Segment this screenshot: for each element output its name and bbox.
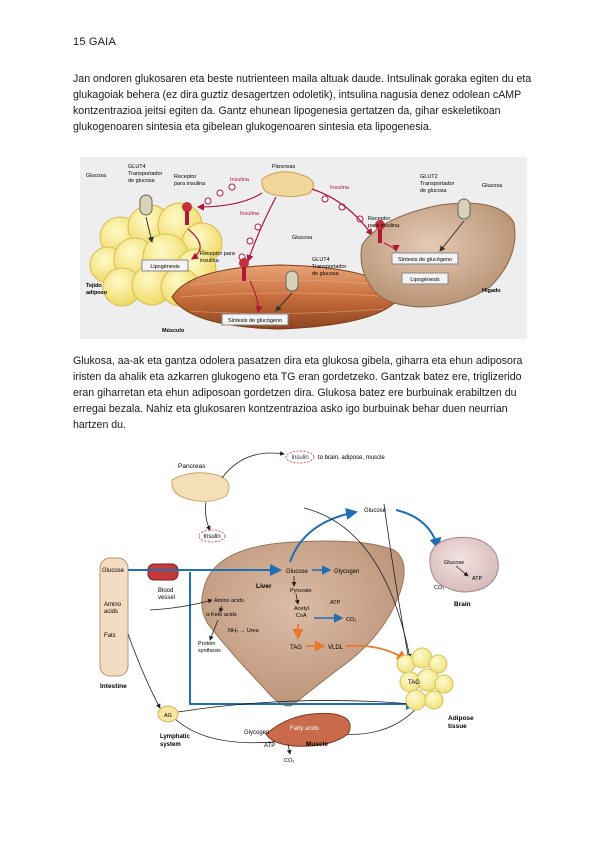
intestine-illustration: [99, 557, 129, 677]
acids-label: acids: [104, 609, 118, 615]
receptor-label-2: para insulina: [174, 181, 206, 187]
brain-atp-label: ATP: [472, 576, 483, 582]
insulin-molecules: [204, 183, 364, 261]
glut4-muscle-transporter-icon: [285, 270, 299, 292]
insulin-burst-bottom-icon: Insulin: [198, 529, 226, 543]
system-label: system: [160, 742, 181, 748]
musculo-label: Músculo: [162, 328, 185, 334]
lymphatic-node-illustration: [157, 705, 179, 723]
adipose-tissue-illustration: [396, 647, 454, 711]
transporter-label: Transportador: [128, 171, 163, 177]
brain-glucose-label: Glucose: [444, 560, 464, 566]
adiposo-label: adiposo: [86, 290, 108, 296]
liver-co2-label: CO₂: [346, 617, 356, 623]
receptor-label: Receptor: [174, 174, 196, 180]
top-glucose-label: Glucose: [364, 508, 387, 514]
acetyl-label: Acetyl: [294, 606, 309, 612]
protein-label: Protein: [198, 641, 215, 647]
ag-label: AG: [164, 713, 172, 719]
blood-label: Blood: [158, 588, 173, 594]
glut4-transporter-icon: [139, 194, 153, 216]
glycogen-synthesis-liver-box: [391, 252, 459, 265]
intestine-label: Intestine: [100, 683, 127, 690]
coa-label: CoA: [296, 613, 307, 619]
transporter-label-2: de glucosa: [128, 178, 156, 184]
adipose-label: Adipose: [448, 715, 474, 722]
brain-label: Brain: [454, 601, 471, 608]
pancreas-illustration: [171, 472, 230, 502]
vldl-label: VLDL: [328, 645, 344, 651]
lipogenesis-box: [141, 259, 189, 272]
brain-illustration: [429, 536, 499, 593]
receptor-muscle-label: Receptor para: [200, 251, 236, 257]
liver-atp-label: ATP: [330, 600, 341, 606]
insulin-bottom-label: Insulin: [203, 534, 220, 540]
insulin-receptor-icon: [182, 202, 192, 225]
liver-label: Liver: [256, 583, 272, 590]
insulin-action-figure: Lipogénesis Glucosa GLUT4 Transportador …: [80, 157, 527, 339]
liver-insulin-receptor-icon: [375, 220, 385, 243]
tissue-label: tissue: [448, 723, 467, 730]
glut2-transporter-label: Transportador: [420, 181, 455, 187]
receptor-muscle-label-2: insulina: [200, 258, 220, 264]
glycogen-synthesis-muscle-label: Síntesis de glucógeno: [228, 318, 282, 324]
muscle-illustration: [265, 712, 351, 747]
glucosa-muscle-label: Glucosa: [292, 235, 313, 241]
pyruvate-label: Pyruvate: [290, 588, 312, 594]
adipose-tag-label: TAG: [408, 680, 420, 686]
insulin-target-label: to brain, adipose, muscle: [318, 455, 385, 461]
lipogenesis-liver-label: Lipogénesis: [410, 277, 440, 283]
fats-label: Fats: [104, 633, 116, 639]
amino-label: Amino: [104, 602, 122, 608]
glucosa-label: Glucosa: [86, 173, 107, 179]
muscle-co2-label: CO₂: [284, 758, 294, 764]
insulina-label-2: Insulina: [330, 185, 350, 191]
receptor-liver-label-2: para insulina: [368, 223, 400, 229]
glucosa-liver-label: Glucosa: [482, 183, 503, 189]
page-heading: 15 GAIA: [73, 36, 116, 48]
brain-co2-label: CO₂: [434, 585, 444, 591]
paragraph-intro: Jan ondoren glukosaren eta beste nutrien…: [73, 73, 532, 133]
fed-state-metabolism-figure: Pancreas Insulin to brain, adipose, musc…: [99, 450, 499, 764]
lipogenesis-liver-box: [401, 272, 449, 285]
insulina-label-3: Insulina: [240, 211, 260, 217]
lymphatic-label: Lymphatic: [160, 734, 190, 740]
pancreas-label: Pancreas: [178, 463, 206, 470]
keto-acids-label: α-Keto acids: [206, 612, 237, 618]
higado-label: Hígado: [482, 288, 501, 294]
insulin-burst-icon: Insulin: [285, 450, 315, 464]
muscle-label: Muscle: [306, 741, 328, 748]
vessel-label: vessel: [158, 595, 175, 601]
insulina-label-1: Insulina: [230, 177, 250, 183]
glycogen-synthesis-muscle-box: [221, 313, 289, 326]
liver-glycogen-label: Glycogen: [334, 569, 359, 575]
receptor-liver-label: Receptor: [368, 216, 390, 222]
transporter-muscle-label: Transportador: [312, 264, 347, 270]
nh3-urea-label: NH₃ → Urea: [228, 628, 260, 634]
liver-glucose-label: Glucose: [286, 569, 309, 575]
paragraph-glucose: Glukosa, aa-ak eta gantza odolera pasatz…: [73, 355, 523, 431]
synthesis-label: synthesis: [198, 648, 221, 654]
muscle-atp-label: ATP: [264, 743, 275, 749]
blood-vessel-illustration: [147, 563, 179, 581]
glut2-transporter-icon: [457, 198, 471, 220]
glut2-label: GLUT2: [420, 174, 438, 180]
liver-tag-label: TAG: [290, 645, 302, 651]
insulin-top-label: Insulin: [291, 455, 308, 461]
glut2-transporter-label-2: de glucosa: [420, 188, 448, 194]
fatty-acids-label: Fatty acids: [290, 726, 319, 732]
liver-illustration: [201, 540, 405, 707]
glut4-label: GLUT4: [128, 164, 146, 170]
glycogen-synthesis-liver-label: Síntesis de glucógeno: [398, 257, 452, 263]
transporter-muscle-label-2: de glucosa: [312, 271, 340, 277]
tejido-label: Tejido: [86, 283, 102, 289]
intestine-glucose-label: Glucose: [102, 568, 125, 574]
muscle-glycogen-label: Glycogen: [244, 730, 269, 736]
pancreas-label: Páncreas: [272, 164, 295, 170]
liver-amino-acids-label: Amino acids: [214, 598, 244, 604]
muscle-insulin-receptor-icon: [239, 258, 249, 281]
lipogenesis-label: Lipogénesis: [150, 264, 180, 270]
pancreas-illustration: [261, 171, 315, 198]
glut4-muscle-label: GLUT4: [312, 257, 330, 263]
